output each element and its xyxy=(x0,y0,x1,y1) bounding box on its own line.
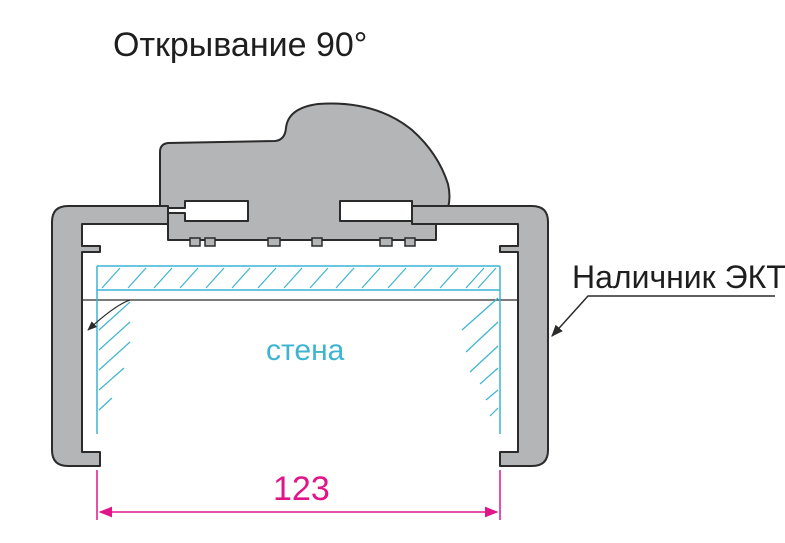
wall-hatching xyxy=(98,267,499,417)
dimension-value: 123 xyxy=(273,470,330,508)
callout-leader xyxy=(551,295,775,337)
wall-label: стена xyxy=(266,334,345,367)
hinge-body xyxy=(159,102,451,241)
hinge-teeth xyxy=(189,237,416,247)
callout-label: Наличник ЭКТ xyxy=(572,259,785,295)
wall-outline xyxy=(96,265,501,434)
frame-profile xyxy=(51,205,549,467)
left-leader-arrow xyxy=(87,299,131,331)
diagram-title: Открывание 90° xyxy=(113,26,367,64)
dimension-line xyxy=(96,470,501,520)
